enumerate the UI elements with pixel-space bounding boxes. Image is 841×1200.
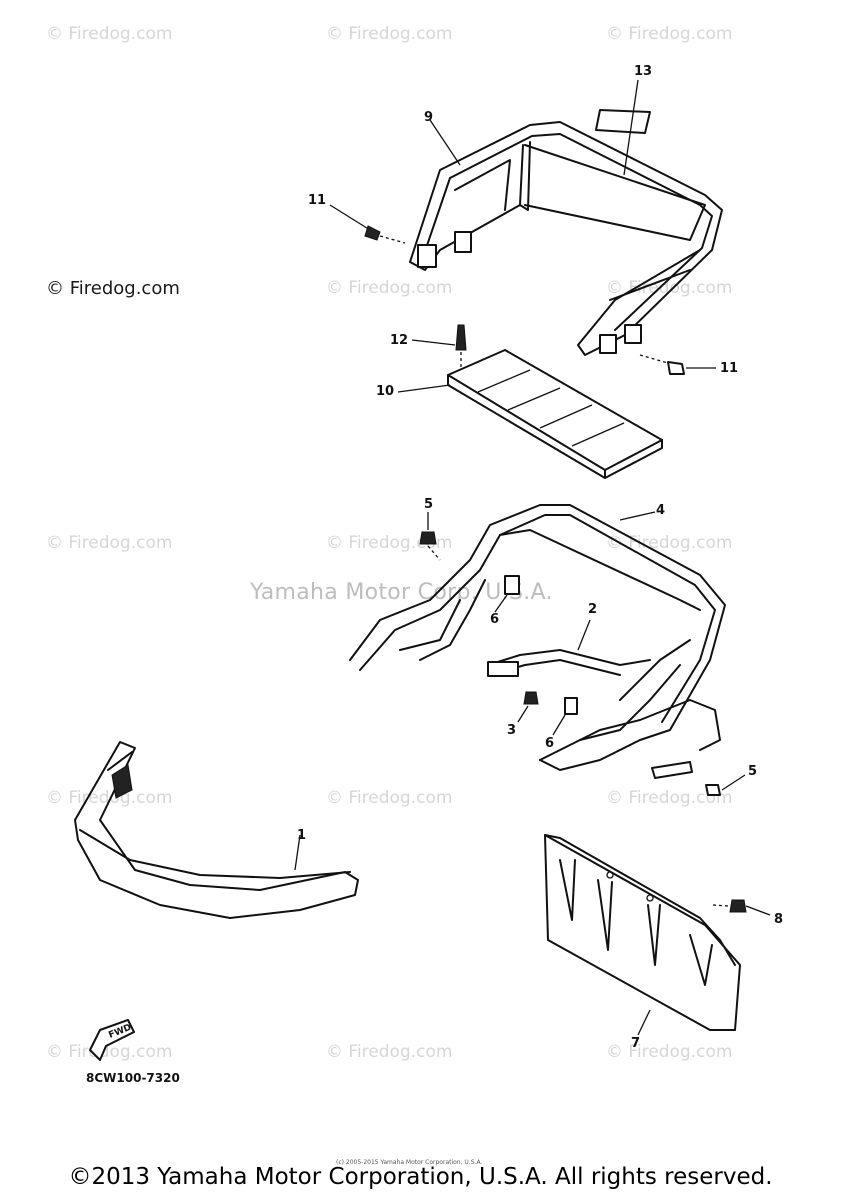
callout-8: 8 xyxy=(774,912,784,927)
callout-11: 11 xyxy=(308,193,327,208)
part-13-decal xyxy=(595,79,651,176)
callout-6: 6 xyxy=(490,612,500,627)
callout-6b: 6 xyxy=(545,736,555,751)
watermark: © Firedog.com xyxy=(326,1042,453,1062)
callout-5b: 5 xyxy=(748,764,758,779)
part-5-bolt-top xyxy=(419,512,441,561)
callout-1: 1 xyxy=(297,828,307,843)
part-11-bolts xyxy=(329,204,716,375)
part-10-plate xyxy=(397,349,663,479)
watermark: © Firedog.com xyxy=(46,24,173,44)
watermark: © Firedog.com xyxy=(46,278,180,299)
callout-4: 4 xyxy=(656,503,666,518)
callout-12: 12 xyxy=(390,333,409,348)
part-8-screw xyxy=(712,899,771,916)
callout-10: 10 xyxy=(376,384,395,399)
copyright-footer: ©2013 Yamaha Motor Corporation, U.S.A. A… xyxy=(68,1164,773,1190)
callout-7: 7 xyxy=(631,1036,641,1051)
part-2-brace xyxy=(487,619,651,677)
part-9-rack xyxy=(409,119,723,356)
diagram-code: 8CW100-7320 xyxy=(86,1071,180,1085)
watermark: © Firedog.com xyxy=(326,278,453,298)
callout-2: 2 xyxy=(588,602,598,617)
watermark: © Firedog.com xyxy=(606,24,733,44)
part-7-flap xyxy=(544,834,741,1036)
watermark: © Firedog.com xyxy=(46,533,173,553)
callout-11b: 11 xyxy=(720,361,739,376)
callout-9: 9 xyxy=(424,110,434,125)
watermark: © Firedog.com xyxy=(606,278,733,298)
part-3-bolt xyxy=(517,691,539,723)
watermark: © Firedog.com xyxy=(46,1042,173,1062)
fine-print: (c) 2005-2015 Yamaha Motor Corporation, … xyxy=(336,1159,483,1166)
callout-3: 3 xyxy=(507,723,517,738)
part-12-rivet xyxy=(411,324,467,375)
watermark: © Firedog.com xyxy=(46,788,173,808)
callout-5: 5 xyxy=(424,497,434,512)
watermark: © Firedog.com xyxy=(326,788,453,808)
watermark: © Firedog.com xyxy=(606,1042,733,1062)
watermark: © Firedog.com xyxy=(606,533,733,553)
part-1-bumper xyxy=(74,741,359,919)
part-5-bolt-bottom xyxy=(651,761,746,796)
callout-13: 13 xyxy=(634,64,653,79)
watermark: © Firedog.com xyxy=(326,24,453,44)
fwd-arrow-icon: FWD xyxy=(89,1019,135,1061)
part-4-frame xyxy=(349,504,726,771)
part-6-nuts xyxy=(494,575,578,736)
watermark: © Firedog.com xyxy=(606,788,733,808)
